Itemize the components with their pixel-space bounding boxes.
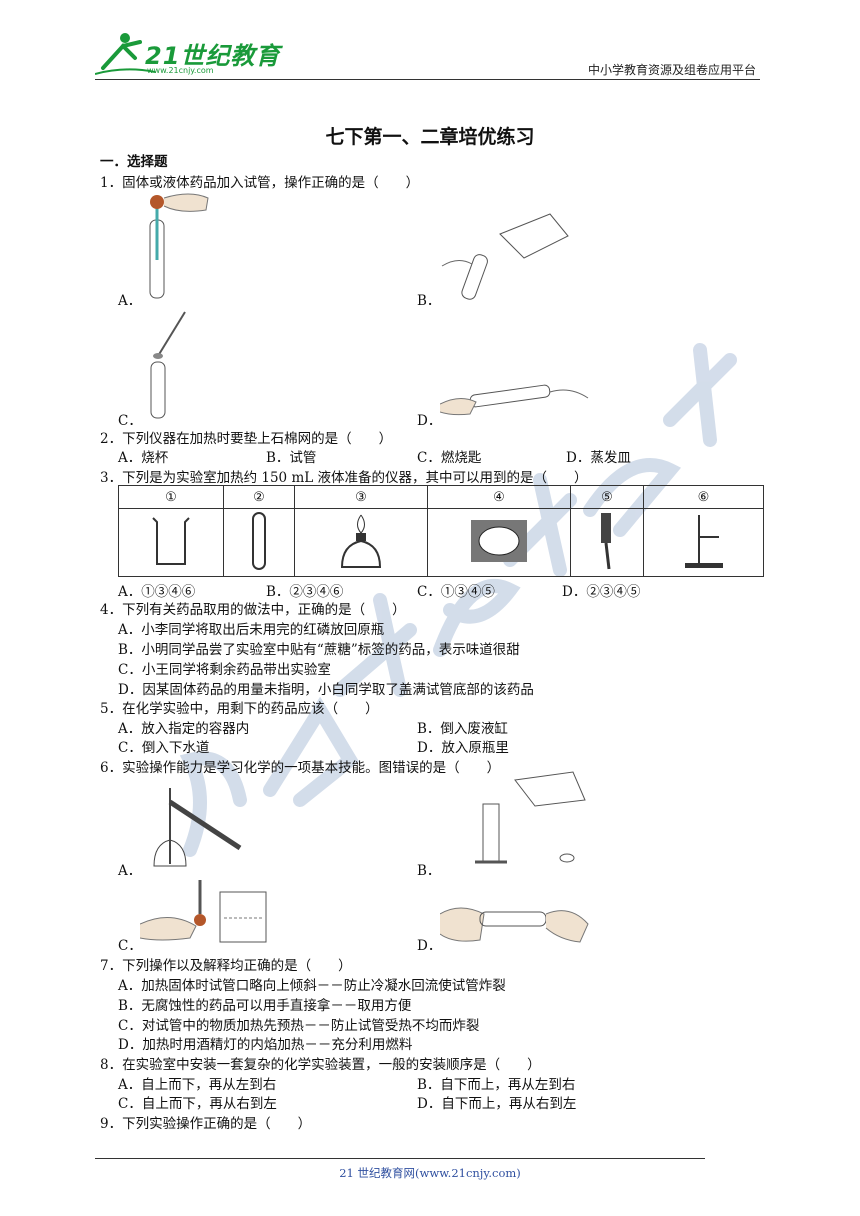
q5-option-d: D．放入原瓶里 xyxy=(417,740,509,756)
q3-option-c: C．①③④⑤ xyxy=(417,584,495,600)
q6-figure-a xyxy=(153,788,242,867)
q2-option-b: B．试管 xyxy=(266,450,317,466)
logo xyxy=(95,33,156,75)
q3-header-2: ② xyxy=(223,485,295,509)
q3-header-1: ① xyxy=(118,485,224,509)
q7-stem: 7．下列操作以及解释均正确的是（ ） xyxy=(100,958,352,974)
page-title: 七下第一、二章培优练习 xyxy=(325,126,535,148)
q7-option-a: A．加热固体时试管口略向上倾斜－－防止冷凝水回流使试管炸裂 xyxy=(118,978,506,994)
q3-iron-stand xyxy=(643,508,764,577)
q4-option-c: C．小王同学将剩余药品带出实验室 xyxy=(118,662,331,678)
q1-figure-c xyxy=(150,311,186,419)
q3-asbestos-gauze xyxy=(427,508,571,577)
q6-stem: 6．实验操作能力是学习化学的一项基本技能。图错误的是（ ） xyxy=(100,760,501,776)
q3-header-6: ⑥ xyxy=(643,485,764,509)
q3-apparatus-table: ① ② ③ ④ ⑤ ⑥ xyxy=(118,485,764,577)
q8-option-a: A．自上而下，再从左到右 xyxy=(118,1077,277,1093)
q4-option-a: A．小李同学将取出后未用完的红磷放回原瓶 xyxy=(118,622,385,638)
q2-stem: 2．下列仪器在加热时要垫上石棉网的是（ ） xyxy=(100,431,393,447)
q8-option-b: B．自下而上，再从左到右 xyxy=(417,1077,576,1093)
q1-figure-d xyxy=(440,384,589,416)
footer-link[interactable]: 21 世纪教育网(www.21cnjy.com) xyxy=(339,1166,521,1180)
q5-option-b: B．倒入废液缸 xyxy=(417,721,508,737)
q8-stem: 8．在实验室中安装一套复杂的化学实验装置，一般的安装顺序是（ ） xyxy=(100,1057,541,1073)
q7-option-d: D．加热时用酒精灯的内焰加热－－充分利用燃料 xyxy=(118,1037,413,1053)
q5-option-a: A．放入指定的容器内 xyxy=(118,721,250,737)
q3-header-4: ④ xyxy=(427,485,571,509)
q3-header-5: ⑤ xyxy=(570,485,644,509)
q6-option-d: D． xyxy=(417,938,442,954)
q3-test-tube-holder xyxy=(570,508,644,577)
q1-option-d: D． xyxy=(417,413,442,429)
q2-option-d: D．蒸发皿 xyxy=(566,450,631,466)
q3-option-b: B．②③④⑥ xyxy=(266,584,344,600)
q6-option-b: B． xyxy=(417,863,441,879)
q6-figure-b xyxy=(475,771,586,864)
q8-option-c: C．自上而下，再从右到左 xyxy=(118,1096,277,1112)
q1-figure-b xyxy=(441,213,569,300)
platform-name: 中小学教育资源及组卷应用平台 xyxy=(587,63,756,77)
q1-stem: 1．固体或液体药品加入试管，操作正确的是（ ） xyxy=(100,175,420,191)
q4-option-b: B．小明同学品尝了实验室中贴有“蔗糖”标签的药品，表示味道很甜 xyxy=(118,642,520,658)
q6-option-a: A． xyxy=(118,863,142,879)
q1-option-b: B． xyxy=(417,293,441,309)
q6-option-c: C． xyxy=(118,938,142,954)
logo-text: 21世纪教育 xyxy=(145,42,281,70)
q3-alcohol-lamp xyxy=(294,508,428,577)
header-divider xyxy=(95,79,760,80)
q1-option-a: A． xyxy=(118,293,142,309)
q8-option-d: D．自下而上，再从右到左 xyxy=(417,1096,577,1112)
q3-header-3: ③ xyxy=(294,485,428,509)
q6-figure-d xyxy=(440,907,589,943)
logo-url: www.21cnjy.com xyxy=(147,66,214,75)
q4-option-d: D．因某固体药品的用量未指明，小白同学取了盖满试管底部的该药品 xyxy=(118,682,534,698)
q7-option-c: C．对试管中的物质加热先预热－－防止试管受热不均而炸裂 xyxy=(118,1018,480,1034)
q7-option-b: B．无腐蚀性的药品可以用手直接拿－－取用方便 xyxy=(118,998,412,1014)
q6-figure-c xyxy=(140,880,267,943)
q3-beaker xyxy=(118,508,224,577)
q3-test-tube xyxy=(223,508,295,577)
q5-stem: 5．在化学实验中，用剩下的药品应该（ ） xyxy=(100,701,379,717)
section-heading: 一．选择题 xyxy=(100,154,168,170)
q3-stem: 3．下列是为实验室加热约 150 mL 液体准备的仪器，其中可以用到的是（ ） xyxy=(100,470,588,486)
q4-stem: 4．下列有关药品取用的做法中，正确的是（ ） xyxy=(100,602,406,618)
q3-option-a: A．①③④⑥ xyxy=(118,584,196,600)
q3-option-d: D．②③④⑤ xyxy=(562,584,641,600)
q2-option-c: C．燃烧匙 xyxy=(417,450,482,466)
q1-figure-a xyxy=(149,193,209,299)
q5-option-c: C．倒入下水道 xyxy=(118,740,210,756)
footer-divider xyxy=(95,1158,705,1159)
q2-option-a: A．烧杯 xyxy=(118,450,169,466)
q1-option-c: C． xyxy=(118,413,142,429)
q9-stem: 9．下列实验操作正确的是（ ） xyxy=(100,1116,312,1132)
